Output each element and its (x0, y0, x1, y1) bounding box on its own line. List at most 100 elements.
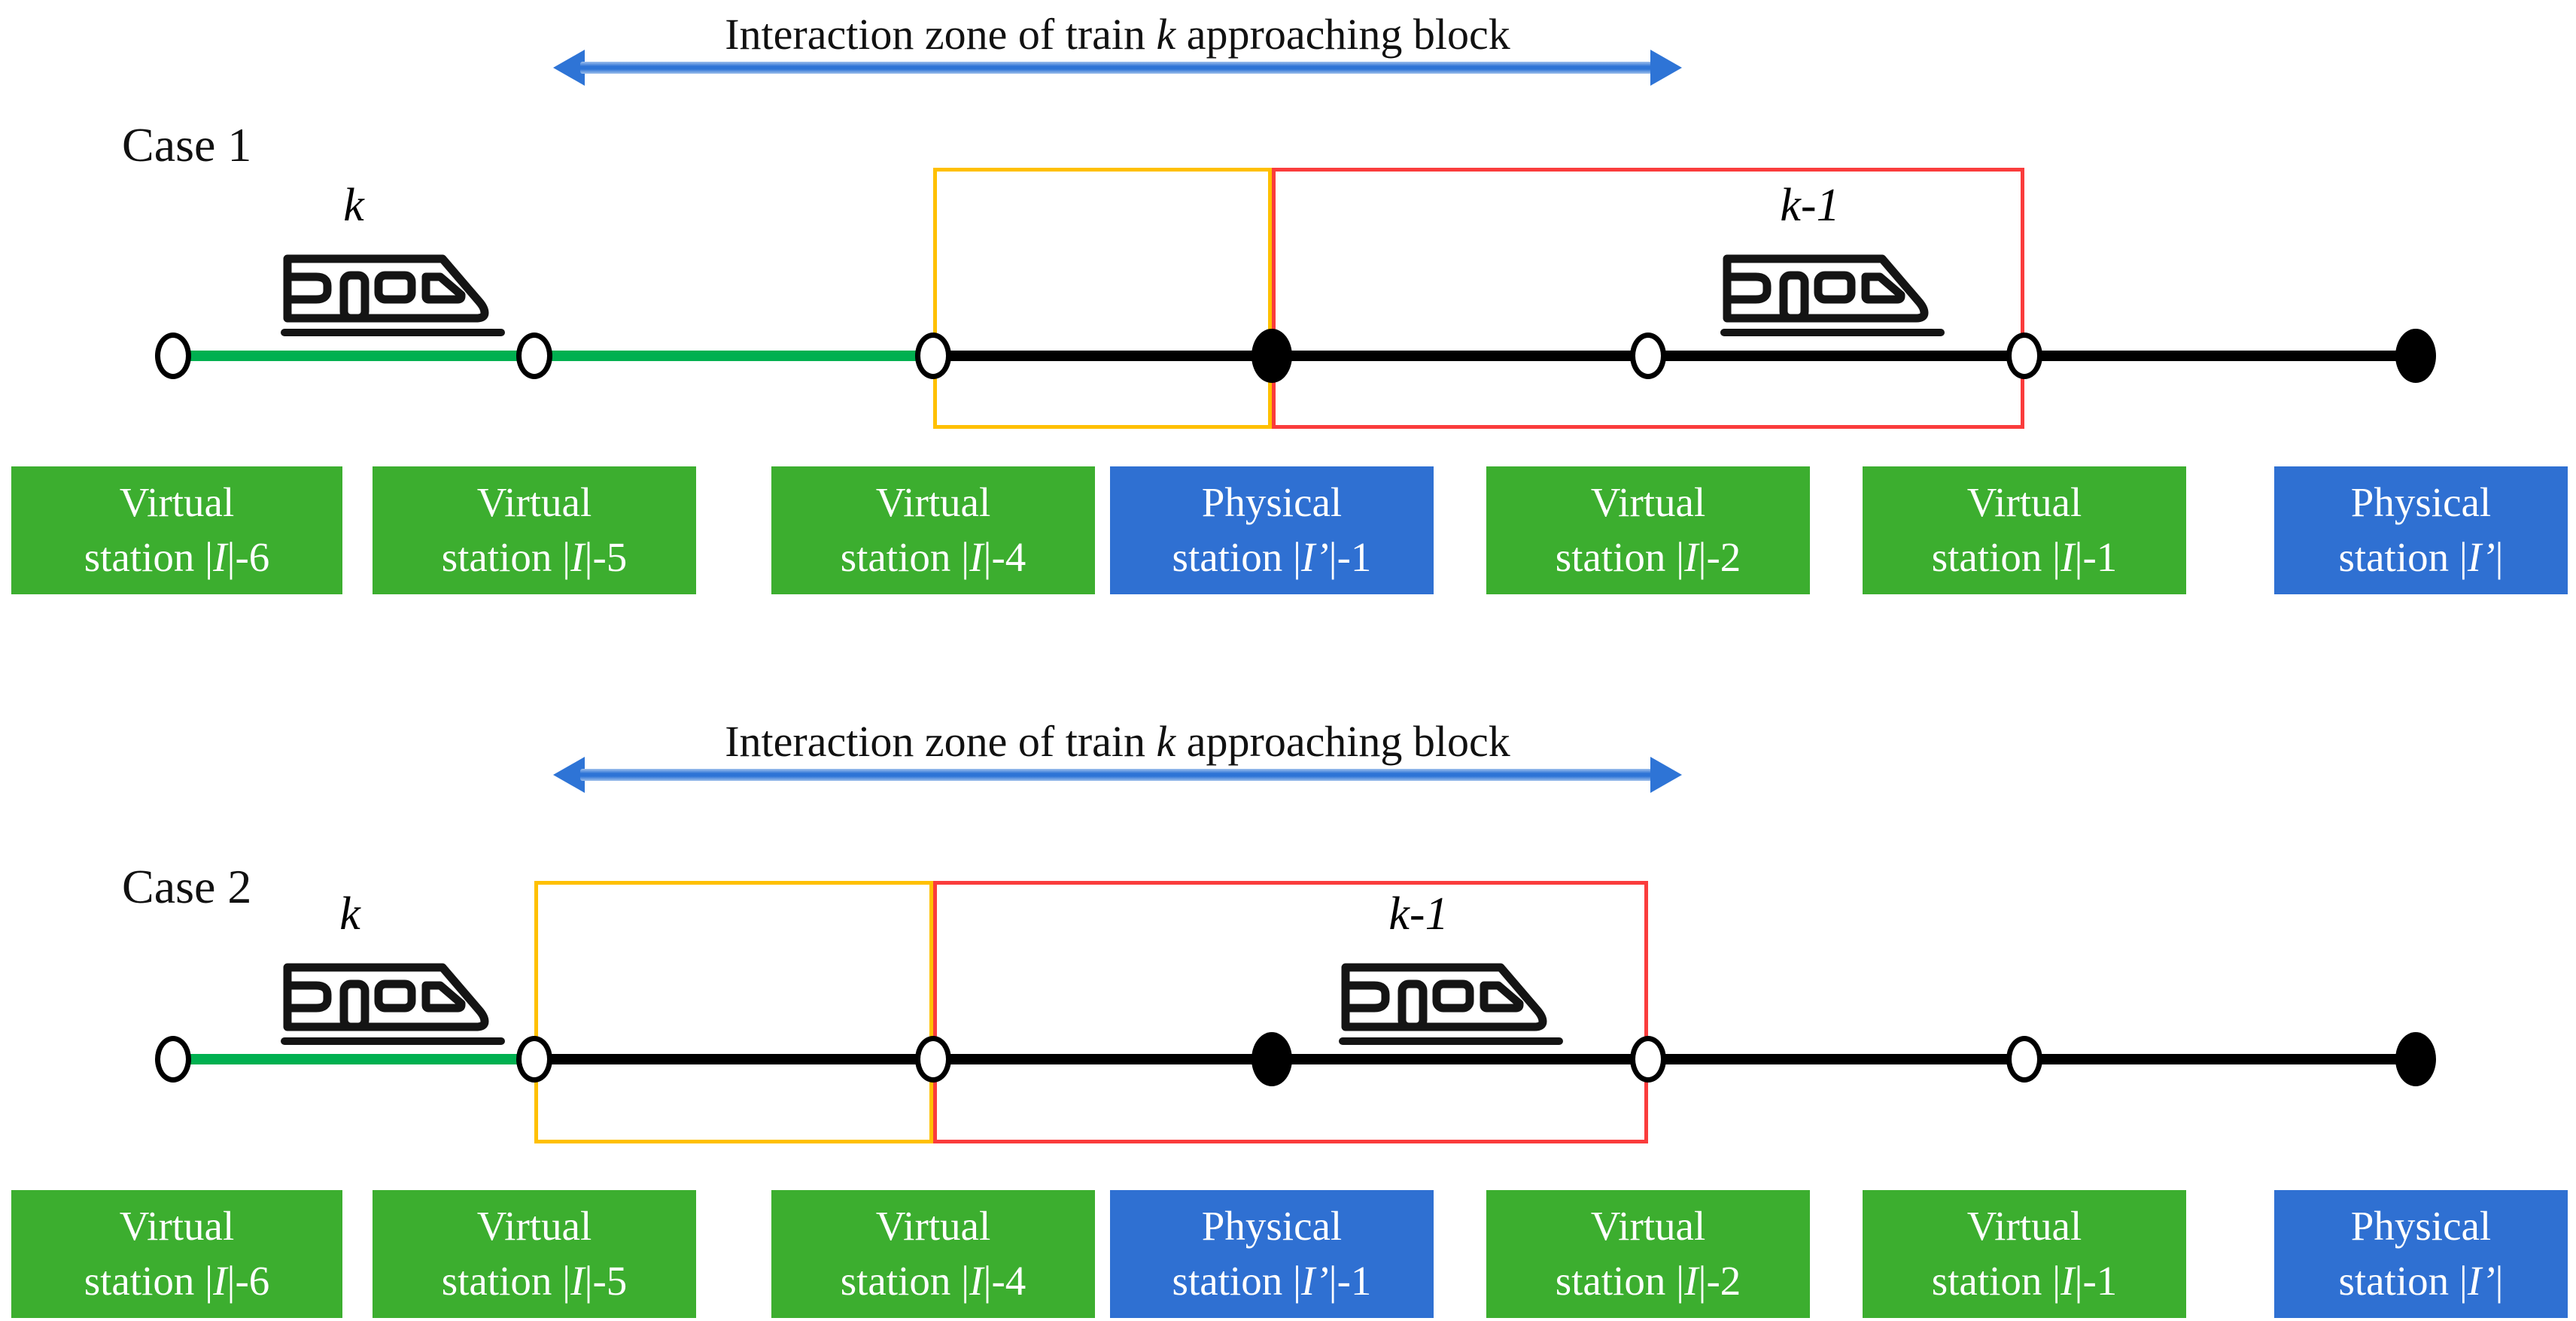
caption-part: Interaction zone of train (725, 10, 1157, 59)
label-part: |-6 (227, 1258, 270, 1304)
station-line1: Physical (2350, 479, 2492, 526)
caption-part: approaching block (1175, 10, 1510, 59)
station-label-virtual-I-2: Virtual station |I|-2 (1486, 466, 1810, 594)
label-part: |-2 (1698, 534, 1741, 580)
case2-node-1-open (155, 1036, 191, 1083)
case1-interaction-zone-caption: Interaction zone of train k approaching … (553, 9, 1682, 59)
label-symbol: I’ (2467, 534, 2495, 580)
label-part: |-1 (1328, 1258, 1372, 1304)
station-label-physical-I: Physical station |I’| (2274, 466, 2568, 594)
label-part: | (2495, 534, 2504, 580)
station-line2: station |I|-4 (841, 1254, 1026, 1309)
case2-node-3-open (915, 1036, 951, 1083)
case1-node-7-filled (2395, 329, 2436, 383)
caption-part: Interaction zone of train (725, 717, 1157, 766)
case1-traversed-track-green (173, 351, 933, 361)
label-part: |-6 (227, 534, 270, 580)
station-line2: station |I|-6 (84, 530, 270, 585)
station-label-virtual-I-4: Virtual station |I|-4 (771, 466, 1095, 594)
label-part: |-1 (1328, 534, 1372, 580)
label-symbol: I (213, 534, 227, 580)
station-label-physical-I-1: Physical station |I’|-1 (1110, 466, 1434, 594)
label-symbol: I (969, 534, 984, 580)
label-part: station | (1172, 534, 1301, 580)
label-part: station | (441, 1258, 571, 1304)
case1-interaction-zone-arrow (553, 50, 1682, 86)
station-label-virtual-I-1: Virtual station |I|-1 (1863, 1190, 2186, 1318)
label-part: | (2495, 1258, 2504, 1304)
label-part: station | (84, 534, 214, 580)
case2-yellow-zone-box (534, 881, 933, 1143)
arrow-left-head-icon (553, 757, 585, 793)
arrow-right-head-icon (1650, 50, 1682, 86)
station-line2: station |I|-5 (442, 1254, 628, 1309)
caption-train-symbol: k (1156, 10, 1176, 59)
case1-node-4-filled (1252, 329, 1292, 383)
station-line1: Physical (2350, 1203, 2492, 1250)
station-line2: station |I|-1 (1932, 1254, 2118, 1309)
case2-node-7-filled (2395, 1032, 2436, 1086)
caption-train-symbol: k (1156, 717, 1176, 766)
station-line1: Physical (1201, 1203, 1343, 1250)
station-line1: Virtual (875, 479, 991, 526)
case1-train-k-1-label: k-1 (1780, 180, 1840, 231)
arrow-bar (580, 62, 1655, 74)
label-part: station | (840, 1258, 970, 1304)
caption-part: approaching block (1175, 717, 1510, 766)
case1-train-k-1-icon (1720, 248, 1945, 337)
station-label-virtual-I-6: Virtual station |I|-6 (11, 1190, 342, 1318)
station-label-physical-I-1: Physical station |I’|-1 (1110, 1190, 1434, 1318)
station-line1: Virtual (875, 1203, 991, 1250)
label-part: station | (1931, 1258, 2061, 1304)
station-label-virtual-I-5: Virtual station |I|-5 (373, 1190, 696, 1318)
arrow-right-head-icon (1650, 757, 1682, 793)
case2-label: Case 2 (122, 860, 252, 913)
case2-node-2-open (516, 1036, 552, 1083)
station-line2: station |I|-2 (1556, 530, 1741, 585)
arrow-left-head-icon (553, 50, 585, 86)
station-line1: Virtual (1966, 479, 2082, 526)
label-symbol: I (570, 534, 585, 580)
label-part: |-2 (1698, 1258, 1741, 1304)
station-line2: station |I|-4 (841, 530, 1026, 585)
label-symbol: I (2060, 534, 2075, 580)
label-part: station | (84, 1258, 214, 1304)
station-line1: Virtual (119, 1203, 235, 1250)
station-line2: station |I’| (2338, 1254, 2503, 1309)
label-symbol: I (1684, 534, 1699, 580)
case1-yellow-zone-box (933, 168, 1272, 429)
case2-interaction-zone-arrow (553, 757, 1682, 793)
station-line1: Virtual (476, 1203, 592, 1250)
label-part: |-5 (584, 534, 628, 580)
case2-node-5-open (1630, 1036, 1666, 1083)
label-part: |-1 (2074, 534, 2118, 580)
case2-node-4-filled (1252, 1032, 1292, 1086)
station-line2: station |I|-6 (84, 1254, 270, 1309)
station-line2: station |I|-5 (442, 530, 628, 585)
case2-train-k-icon (280, 957, 506, 1046)
label-part: |-5 (584, 1258, 628, 1304)
case1-red-zone-box (1272, 168, 2024, 429)
label-part: |-1 (2074, 1258, 2118, 1304)
label-part: |-4 (983, 534, 1026, 580)
label-part: station | (1172, 1258, 1301, 1304)
label-part: station | (1931, 534, 2061, 580)
station-line1: Virtual (1966, 1203, 2082, 1250)
case2-traversed-track-green (173, 1054, 534, 1064)
case1-node-3-open (915, 333, 951, 379)
label-symbol: I (213, 1258, 227, 1304)
station-line1: Physical (1201, 479, 1343, 526)
label-symbol: I (1684, 1258, 1699, 1304)
case1-train-k-label: k (343, 180, 364, 231)
case1-train-k-icon (280, 248, 506, 337)
label-symbol: I (570, 1258, 585, 1304)
station-line1: Virtual (1590, 479, 1706, 526)
label-part: station | (1555, 534, 1685, 580)
case2-node-6-open (2006, 1036, 2042, 1083)
station-line2: station |I’| (2338, 530, 2503, 585)
label-symbol: I’ (1300, 1258, 1329, 1304)
arrow-bar (580, 769, 1655, 781)
station-line2: station |I|-1 (1932, 530, 2118, 585)
case2-interaction-zone-caption: Interaction zone of train k approaching … (553, 716, 1682, 767)
